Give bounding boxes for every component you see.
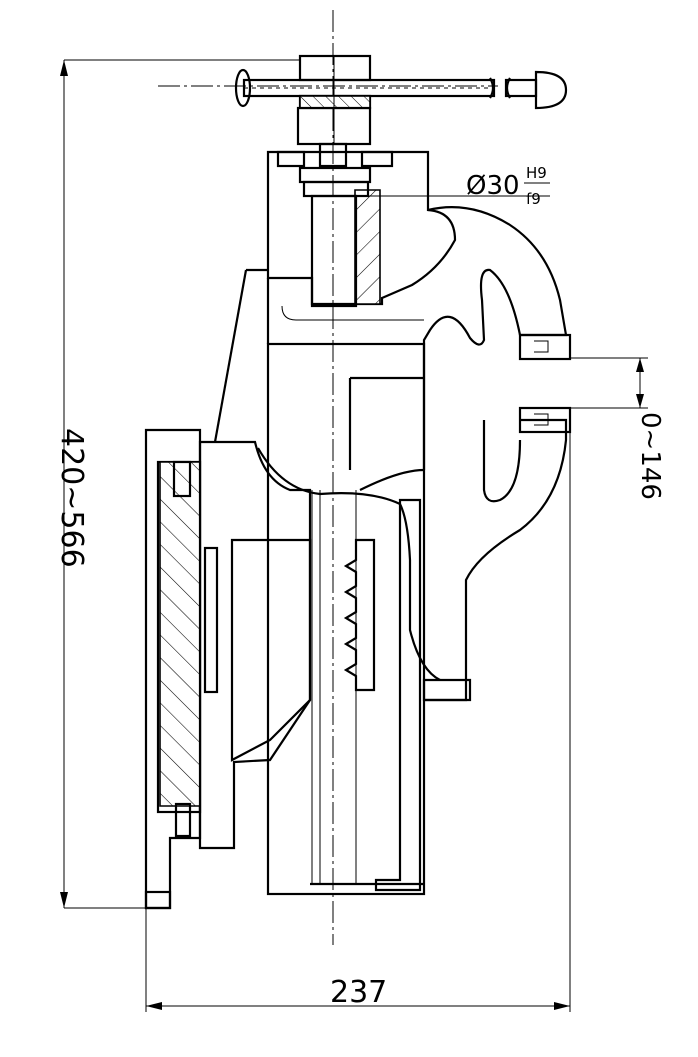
threaded-nut bbox=[343, 538, 376, 692]
upper-housing bbox=[266, 150, 457, 308]
clamp-slide bbox=[198, 268, 312, 850]
handle-bar bbox=[234, 68, 568, 110]
dim-width: 237 bbox=[145, 432, 571, 1012]
dim-width-label: 237 bbox=[330, 975, 387, 1010]
center-lines bbox=[158, 10, 498, 945]
sliding-arm bbox=[257, 447, 441, 681]
dim-jaw-opening: 0~146 bbox=[570, 357, 665, 500]
body-outline bbox=[422, 206, 572, 702]
central-column bbox=[266, 278, 426, 896]
screw-neck bbox=[318, 142, 348, 168]
fit-shaft-label: f9 bbox=[526, 190, 541, 208]
right-tube bbox=[310, 490, 472, 892]
dim-height-label: 420~566 bbox=[54, 428, 89, 568]
screw-head bbox=[296, 54, 372, 146]
fit-callout: Ø30 H9 f9 bbox=[356, 164, 550, 208]
base-flange bbox=[144, 428, 202, 910]
fit-hole-label: H9 bbox=[526, 164, 547, 182]
bore-diameter-label: Ø30 bbox=[466, 171, 520, 201]
dim-height: 420~566 bbox=[54, 59, 300, 909]
dim-jaw-opening-label: 0~146 bbox=[635, 412, 665, 500]
